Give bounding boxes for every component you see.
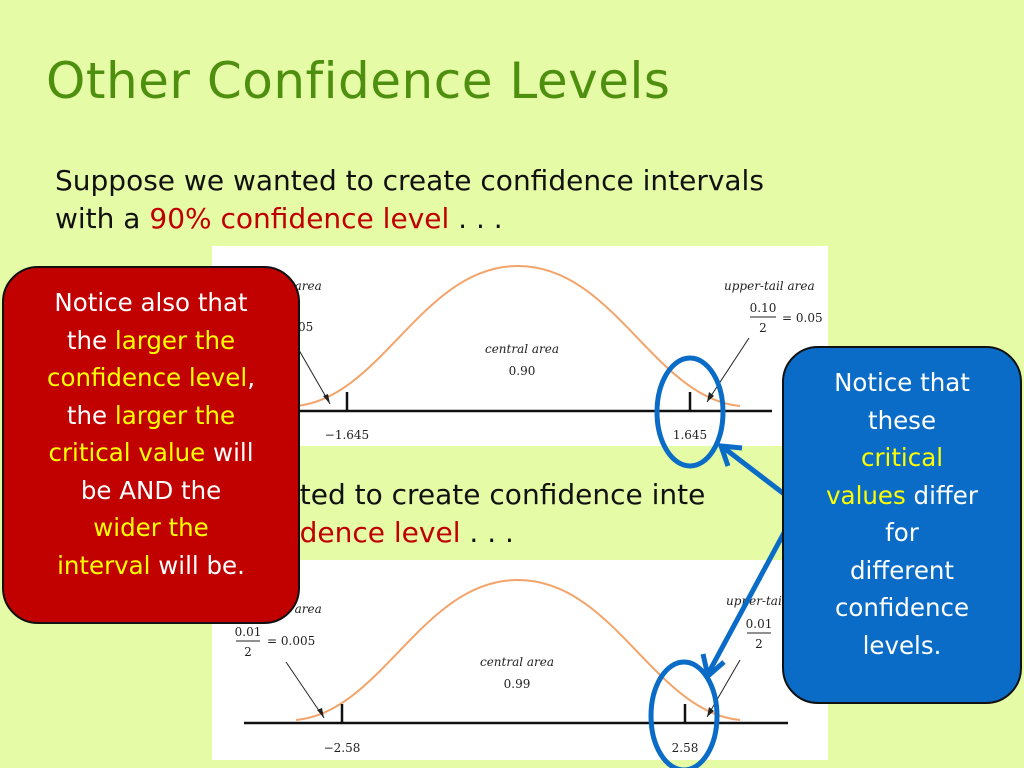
right-callout-line-4: values differ: [826, 480, 978, 510]
left-callout: Notice also that the larger the confiden…: [2, 266, 300, 624]
right-callout-line-1: Notice that: [834, 368, 970, 397]
critical-right-90: 1.645: [673, 428, 707, 442]
intro-line-2: with a 90% confidence level . . .: [55, 202, 503, 235]
right-callout-line-5: for: [885, 518, 919, 547]
normal-curve-figure-99: l area 0.01 2 = 0.005 central area 0.99 …: [212, 560, 828, 760]
lower-frac-result-99: = 0.005: [267, 634, 315, 648]
upper-tail-label-90: upper-tail area: [724, 279, 815, 293]
arrowhead-critical-90: [717, 443, 743, 467]
left-callout-line-7: wider the: [93, 513, 209, 542]
right-callout: Notice that these critical values differ…: [782, 346, 1022, 704]
critical-left-99: −2.58: [324, 741, 361, 755]
upper-tail-label-99: upper-tai: [726, 594, 782, 608]
left-callout-line-8: interval will be.: [57, 550, 245, 580]
left-callout-line-3: confidence level,: [47, 363, 255, 392]
upper-frac-den-90: 2: [759, 321, 767, 335]
arrow-lower-tail-99: [285, 661, 325, 719]
central-area-label-99: central area: [480, 655, 554, 669]
second-paragraph: nted to create confidence inte fidence l…: [282, 476, 705, 552]
lower-tail-label-99: l area: [287, 602, 322, 616]
left-callout-line-6: be AND the: [80, 475, 222, 505]
right-callout-line-8: levels.: [862, 630, 942, 660]
right-callout-line-3: critical: [860, 443, 944, 472]
arrow-upper-tail-90: [706, 337, 750, 403]
central-area-label-90: central area: [485, 342, 559, 356]
second-line-2: fidence level . . .: [282, 516, 514, 549]
upper-frac-den-99: 2: [755, 637, 763, 651]
central-area-value-99: 0.99: [504, 677, 531, 691]
confidence-level-99-highlight: fidence level: [282, 516, 461, 549]
intro-line-1: Suppose we wanted to create confidence i…: [55, 164, 764, 197]
critical-left-90: −1.645: [325, 428, 369, 442]
left-callout-line-2: the larger the: [66, 325, 236, 355]
left-callout-line-1: Notice also that: [54, 288, 248, 317]
right-callout-line-7: confidence: [834, 593, 970, 622]
upper-frac-num-90: 0.10: [750, 301, 777, 315]
intro-paragraph: Suppose we wanted to create confidence i…: [55, 162, 764, 238]
central-area-value-90: 0.90: [509, 364, 536, 378]
upper-frac-num-99: 0.01: [746, 617, 773, 631]
second-line-1: nted to create confidence inte: [282, 478, 706, 511]
lower-tail-value-90: 05: [298, 320, 313, 334]
lower-frac-den-99: 2: [244, 645, 252, 659]
arrow-upper-tail-99: [706, 659, 741, 718]
upper-frac-result-90: = 0.05: [782, 311, 823, 325]
normal-curve-99: [295, 578, 741, 721]
left-callout-line-4: the larger the: [66, 400, 236, 430]
lower-frac-num-99: 0.01: [235, 625, 262, 639]
left-callout-line-5: critical value will: [48, 438, 254, 467]
normal-curve-90: [295, 264, 741, 407]
critical-right-99: 2.58: [672, 741, 699, 755]
slide-title: Other Confidence Levels: [46, 52, 671, 110]
right-callout-line-6: different: [849, 555, 955, 585]
confidence-level-90-highlight: 90% confidence level: [149, 202, 450, 235]
normal-curve-figure-90: l area 05 central area 0.90 upper-tail a…: [212, 246, 828, 446]
right-callout-line-2: these: [867, 405, 937, 435]
